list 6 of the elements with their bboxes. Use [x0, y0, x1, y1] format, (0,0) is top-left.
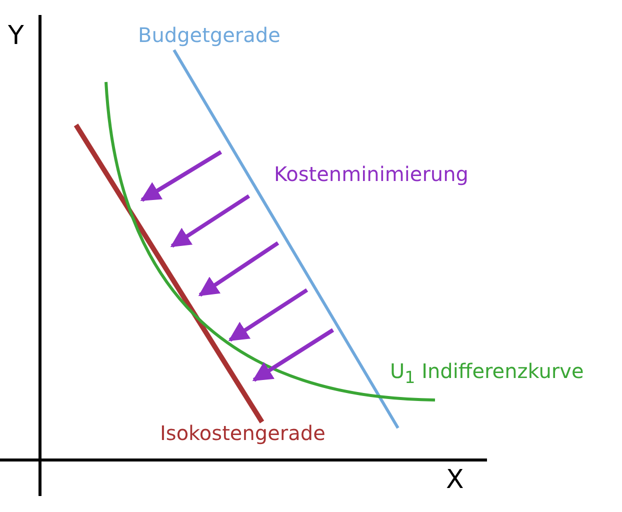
line-label: Budgetgerade [138, 24, 280, 46]
line-label: Isokostengerade [160, 422, 326, 444]
curve-label: U$_{1}$ Indifferenzkurve [390, 360, 584, 388]
axis-label: Y [8, 22, 24, 51]
axis-label: X [446, 466, 464, 495]
annotation-text: Kostenminimierung [274, 163, 468, 185]
